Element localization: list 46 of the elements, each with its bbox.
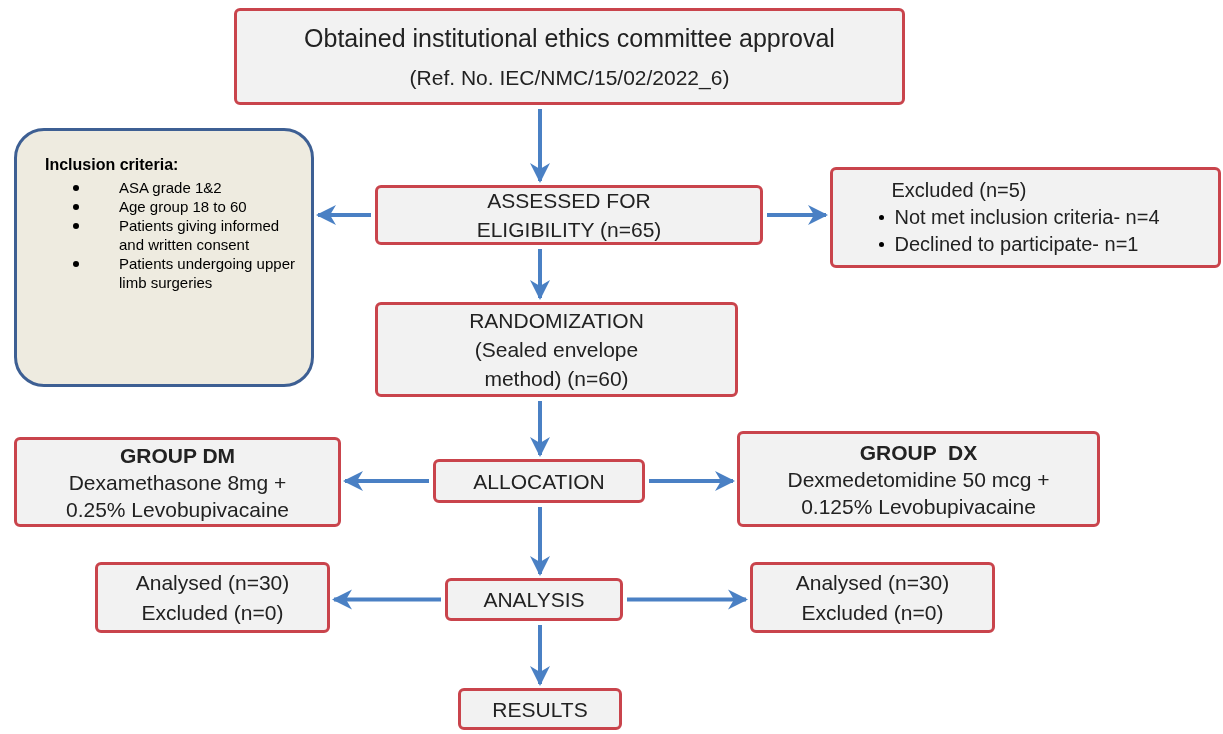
process-box bbox=[234, 8, 905, 105]
arrow bbox=[530, 249, 550, 300]
arrow bbox=[316, 205, 371, 225]
step-label: ANALYSIS bbox=[483, 588, 585, 611]
group-description: Dexmedetomidine 50 mcg + 0.125% Levobupivacaine bbox=[786, 466, 1051, 520]
arrow bbox=[530, 109, 550, 183]
criteria-item: Age group 18 to 60 bbox=[119, 197, 247, 216]
process-box bbox=[375, 302, 738, 397]
step-label: RANDOMIZATION (Sealed envelope method) (n=60) bbox=[469, 309, 644, 390]
approval-text: Obtained institutional ethics committee approval bbox=[304, 23, 835, 54]
exclusion-reason: Declined to participate- n=1 bbox=[894, 232, 1139, 257]
result-count: Analysed (n=30) bbox=[795, 569, 950, 596]
arrow bbox=[332, 589, 441, 610]
criteria-item: ASA grade 1&2 bbox=[119, 178, 222, 197]
arrow bbox=[627, 589, 748, 610]
arrow bbox=[343, 471, 429, 491]
process-box bbox=[375, 185, 763, 245]
reference-number: (Ref. No. IEC/NMC/15/02/2022_6) bbox=[409, 64, 730, 92]
excluded-heading: Excluded (n=5) bbox=[891, 178, 1028, 203]
group-heading: GROUP DM bbox=[119, 442, 236, 469]
group-heading: GROUP DX bbox=[859, 439, 978, 466]
arrow bbox=[767, 205, 828, 225]
criteria-heading: Inclusion criteria: bbox=[45, 155, 180, 174]
criteria-panel bbox=[14, 128, 314, 387]
criteria-item: Patients giving informed and written consent bbox=[119, 216, 281, 254]
process-box bbox=[445, 578, 623, 621]
process-box bbox=[458, 688, 622, 730]
process-box bbox=[830, 167, 1221, 268]
group-description: Dexamethasone 8mg + 0.25% Levobupivacaine bbox=[65, 469, 290, 523]
exclusion-reason: Not met inclusion criteria- n=4 bbox=[894, 205, 1160, 230]
result-count: Excluded (n=0) bbox=[801, 599, 944, 626]
process-box bbox=[95, 562, 330, 633]
result-count: Excluded (n=0) bbox=[141, 599, 284, 626]
arrow bbox=[530, 625, 550, 686]
process-box bbox=[750, 562, 995, 633]
arrow bbox=[530, 507, 550, 576]
step-label: RESULTS bbox=[492, 697, 588, 721]
process-box bbox=[737, 431, 1100, 527]
process-box bbox=[14, 437, 341, 527]
step-label: ASSESSED FOR ELIGIBILITY (n=65) bbox=[476, 189, 662, 241]
step-label: ALLOCATION bbox=[473, 469, 605, 493]
process-box bbox=[433, 459, 645, 503]
criteria-item: Patients undergoing upper limb surgeries bbox=[119, 254, 295, 292]
result-count: Analysed (n=30) bbox=[135, 569, 290, 596]
arrow bbox=[649, 471, 735, 491]
arrow bbox=[530, 401, 550, 457]
